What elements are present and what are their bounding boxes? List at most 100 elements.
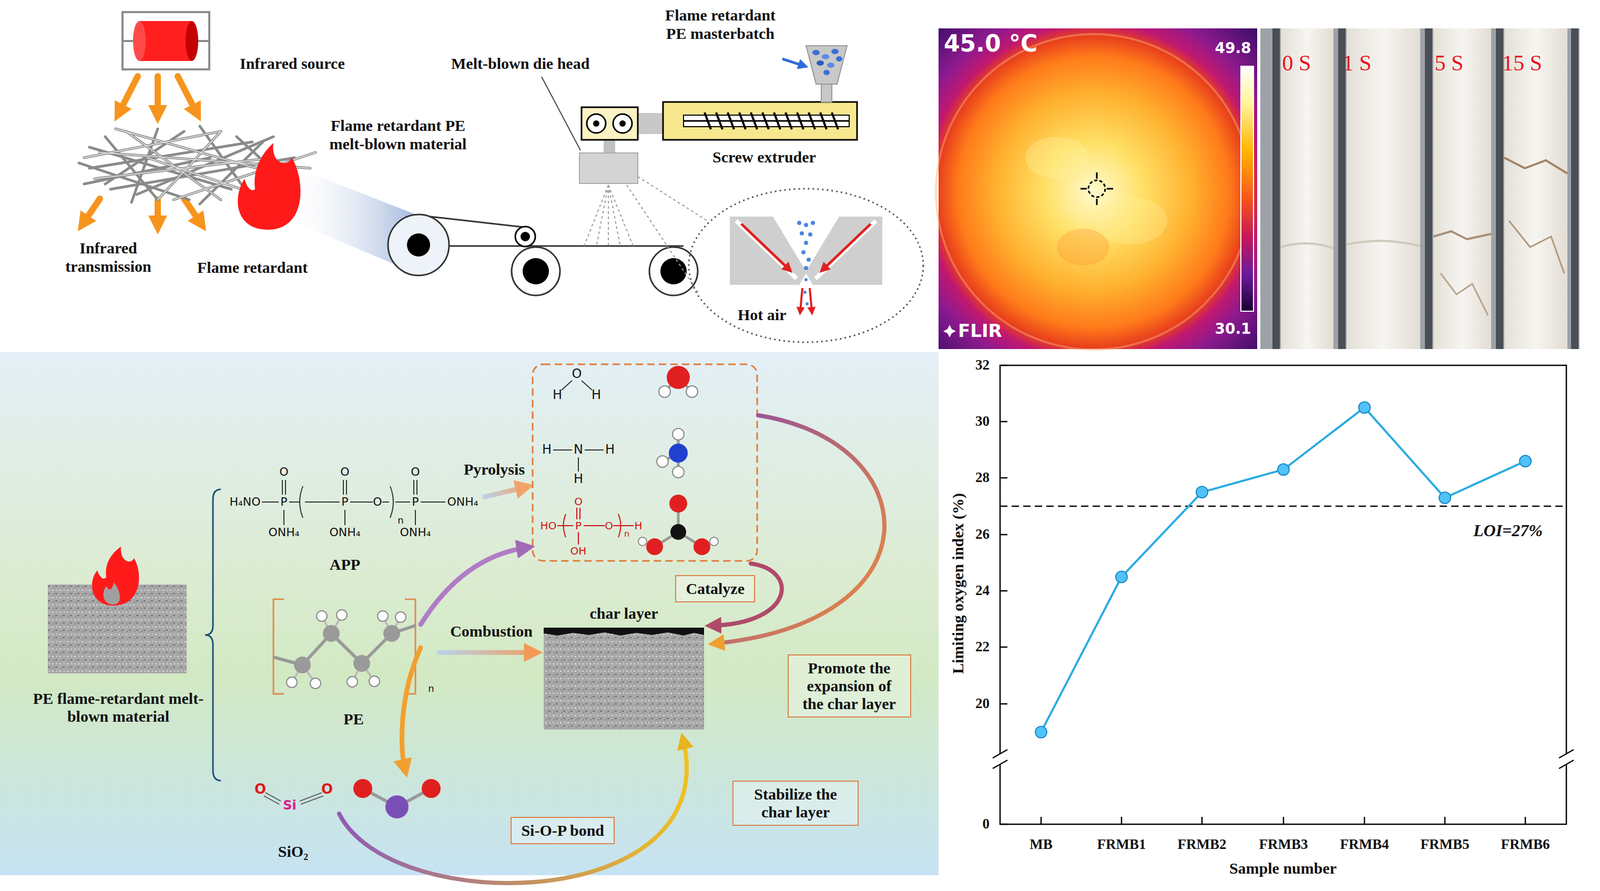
hopper [823, 69, 830, 76]
pyrolysis-arrow [482, 487, 525, 498]
die-head [541, 76, 664, 184]
label-text: Limiting oxygen index (%) [949, 493, 968, 675]
sample-photo [1346, 28, 1421, 350]
molecule-bonds [577, 457, 579, 472]
app-bonds [261, 501, 279, 503]
chart-frame [1000, 823, 1008, 826]
roller [660, 258, 687, 285]
label-text: 24 [975, 582, 990, 599]
die-head [619, 120, 626, 127]
label-text: 30 [975, 413, 990, 430]
pe-molecule [316, 610, 328, 622]
label-text: H [552, 388, 563, 403]
label-text: H [542, 442, 552, 458]
node-text: Stabilize the char layer [742, 785, 849, 822]
molecule-3d [670, 524, 687, 540]
data-line [1041, 407, 1526, 732]
label-text: HO [540, 520, 557, 533]
sio2-bonds [265, 792, 281, 802]
p-oxide-molecule [421, 779, 441, 799]
data-line [1519, 455, 1532, 467]
label-text: Melt-blown die head [451, 54, 590, 74]
chart-frame [1363, 817, 1366, 825]
label-text: 22 [975, 638, 990, 656]
sio2-bonds [263, 796, 280, 805]
label-text: O [574, 495, 583, 508]
thermal-image [1096, 172, 1098, 179]
label-text: MB [1029, 836, 1053, 853]
die-head [581, 107, 638, 140]
pe-molecule [291, 615, 401, 684]
label-text: FLIR [958, 320, 1003, 342]
product-box [532, 364, 758, 562]
label-text: Sample number [1229, 859, 1337, 879]
node-group: SiO₂ [247, 775, 340, 861]
data-line [1439, 492, 1451, 504]
label-text: 20 [975, 695, 990, 712]
sample-photo [1504, 28, 1568, 350]
die-head [603, 139, 616, 154]
threshold-line [1000, 506, 1567, 507]
magnifier [688, 188, 924, 343]
app-bonds [344, 510, 346, 526]
flow-curve [401, 647, 421, 769]
thermal-image [1096, 198, 1098, 206]
label-text: H [605, 442, 615, 458]
molecule-3d [709, 537, 719, 546]
label-text: Pyrolysis [463, 460, 525, 480]
sample-photo [1495, 28, 1504, 350]
label-text: Flame retardant [197, 258, 308, 278]
app-bonds [420, 501, 446, 503]
app-bonds [299, 486, 303, 518]
acid-bonds [563, 514, 567, 538]
pe-molecule [369, 676, 380, 687]
magnifier [797, 220, 815, 306]
label-text: O [604, 520, 614, 533]
fiber-web [126, 131, 221, 200]
hopper [812, 49, 820, 56]
infrared-source [139, 21, 192, 61]
label-text: O [572, 367, 583, 382]
molecule-bonds [581, 380, 593, 391]
node-text: Si-O-P bond [521, 821, 605, 840]
label-text: n [397, 515, 404, 527]
pe-molecule [286, 677, 298, 688]
hopper [836, 56, 843, 62]
label-text: 30.1 [1214, 320, 1251, 338]
roller [511, 247, 560, 296]
chart-frame [1000, 646, 1008, 649]
sample-photo [1424, 28, 1433, 350]
infrared-arrow [184, 198, 201, 224]
node-group: PE flame-retardant melt-blown material [31, 562, 206, 726]
label-text: O [321, 781, 333, 798]
flow-curve [420, 547, 526, 625]
magnifier [810, 220, 815, 226]
magnifier [803, 222, 809, 228]
chart-frame [1558, 749, 1574, 759]
molecule-3d [638, 537, 647, 546]
app-bonds [345, 480, 348, 495]
thermal-image [1080, 188, 1087, 190]
p-oxide-molecule [353, 779, 373, 799]
infrared-arrow [118, 76, 138, 114]
data-line [1358, 401, 1371, 414]
molecule-bonds [553, 449, 573, 451]
node-text: SiO₂ [278, 842, 309, 861]
infrared-arrow [83, 198, 100, 224]
sample-photo [1571, 28, 1579, 350]
label-text: P [575, 520, 582, 533]
fiber-web [84, 157, 211, 185]
brace [205, 489, 221, 781]
flow-connector [439, 650, 536, 656]
pe-molecule [347, 676, 358, 688]
char-layer-image [543, 627, 705, 730]
flame-icon [237, 143, 301, 230]
molecule-3d [693, 538, 711, 556]
label-text: 49.8 [1214, 39, 1251, 57]
sample-photo [1433, 28, 1492, 350]
acid-bonds [577, 532, 579, 545]
roller [515, 226, 536, 247]
thermal-image [1056, 228, 1110, 266]
hopper [782, 45, 848, 103]
roller [388, 214, 698, 296]
